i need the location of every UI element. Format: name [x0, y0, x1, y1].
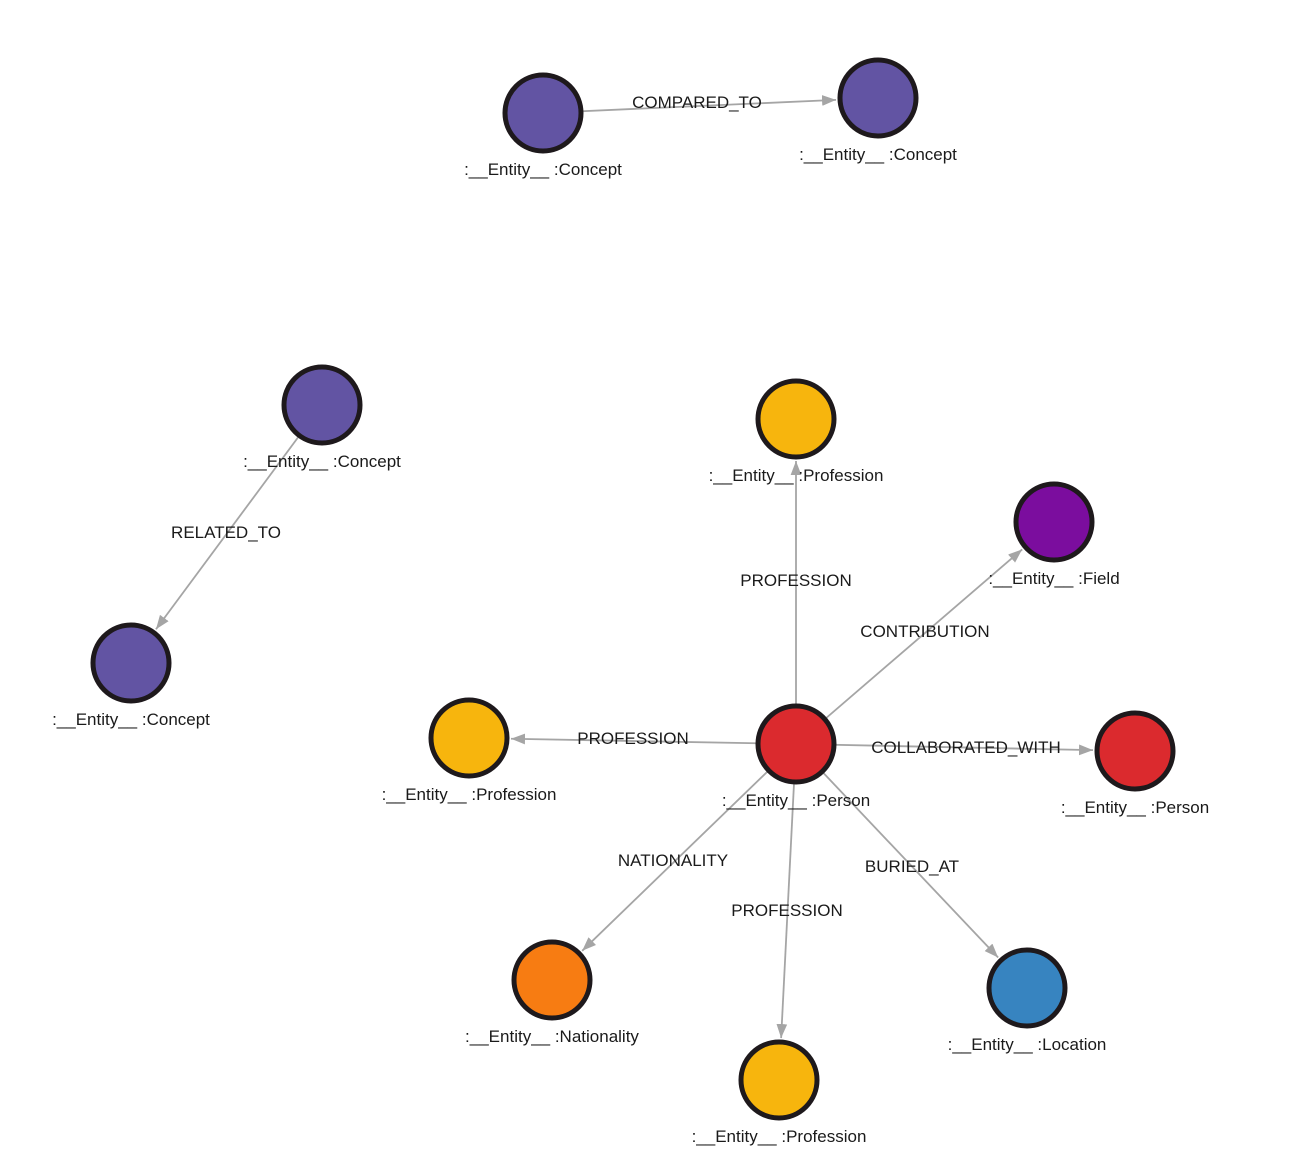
node-label-nationality-1: :__Entity__ :Nationality	[465, 1027, 639, 1046]
edge-label-collaborated_with-4: COLLABORATED_WITH	[871, 738, 1061, 757]
node-concept-1[interactable]	[502, 72, 584, 154]
edge-profession-7[interactable]	[776, 743, 797, 1039]
node-label-concept-2: :__Entity__ :Concept	[799, 145, 957, 164]
node-label-profession-left: :__Entity__ :Profession	[382, 785, 557, 804]
edge-label-profession-5: PROFESSION	[577, 729, 688, 748]
edge-collaborated_with-4[interactable]	[795, 743, 1094, 756]
node-nationality-1[interactable]	[511, 939, 593, 1021]
node-concept-3[interactable]	[281, 364, 363, 446]
node-concept-2[interactable]	[837, 57, 919, 139]
node-field-1[interactable]	[1013, 481, 1095, 563]
node-label-concept-1: :__Entity__ :Concept	[464, 160, 622, 179]
edge-contribution-3[interactable]	[795, 548, 1023, 745]
node-profession-bottom[interactable]	[738, 1039, 820, 1121]
node-profession-left[interactable]	[428, 697, 510, 779]
edge-compared_to-0[interactable]	[542, 95, 837, 114]
nodes-layer	[90, 57, 1176, 1121]
node-label-concept-4: :__Entity__ :Concept	[52, 710, 210, 729]
node-label-concept-3: :__Entity__ :Concept	[243, 452, 401, 471]
edge-label-compared_to-0: COMPARED_TO	[632, 93, 762, 112]
node-person-right[interactable]	[1094, 710, 1176, 792]
edge-label-nationality-6: NATIONALITY	[618, 851, 728, 870]
edge-label-contribution-3: CONTRIBUTION	[860, 622, 989, 641]
node-label-person-right: :__Entity__ :Person	[1061, 798, 1209, 817]
node-profession-top[interactable]	[755, 378, 837, 460]
node-label-profession-bottom: :__Entity__ :Profession	[692, 1127, 867, 1146]
edge-label-profession-7: PROFESSION	[731, 901, 842, 920]
edge-buried_at-8[interactable]	[795, 743, 999, 959]
node-label-location-1: :__Entity__ :Location	[948, 1035, 1107, 1054]
edge-related_to-1[interactable]	[155, 404, 323, 630]
node-concept-4[interactable]	[90, 622, 172, 704]
edge-nationality-6[interactable]	[581, 743, 797, 952]
node-label-person-center: :__Entity__ :Person	[722, 791, 870, 810]
node-label-field-1: :__Entity__ :Field	[988, 569, 1119, 588]
edge-profession-5[interactable]	[510, 733, 797, 745]
node-location-1[interactable]	[986, 947, 1068, 1029]
edge-labels-layer: COMPARED_TO RELATED_TO PROFESSION CONTRIBUT…	[171, 93, 1061, 920]
edge-label-related_to-1: RELATED_TO	[171, 523, 281, 542]
node-label-profession-top: :__Entity__ :Profession	[709, 466, 884, 485]
edge-label-profession-2: PROFESSION	[740, 571, 851, 590]
node-person-center[interactable]	[755, 703, 837, 785]
edges-layer	[155, 95, 1094, 1039]
node-labels-layer: :__Entity__ :Concept :__Entity__ :Concept…	[52, 145, 1209, 1146]
edge-label-buried_at-8: BURIED_AT	[865, 857, 959, 876]
